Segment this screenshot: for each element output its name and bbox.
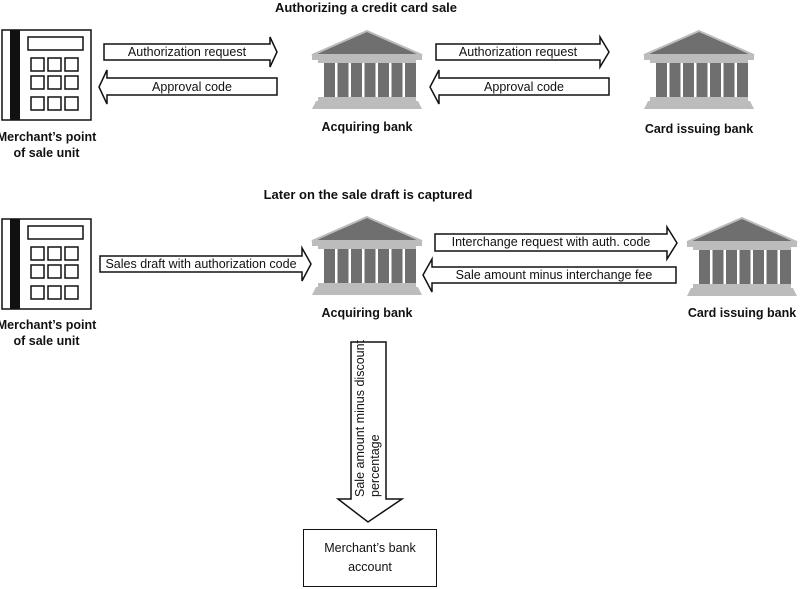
- issuing-bank-label: Card issuing bank: [687, 306, 797, 320]
- arrow-label-line1: Sale amount minus discount: [353, 339, 367, 497]
- merchant-bank-line2: account: [348, 560, 392, 574]
- arrow-down-shape: [335, 341, 405, 523]
- acquiring-bank-label: Acquiring bank: [321, 306, 413, 320]
- arrow-label-approval-code: Approval code: [152, 80, 232, 94]
- arrow-label-approval-code: Approval code: [484, 80, 564, 94]
- acquiring-bank-icon: [311, 30, 423, 110]
- pos-label-line2: of sale unit: [13, 334, 80, 348]
- pos-label: Merchant’s point of sale unit: [0, 129, 103, 161]
- arrow-left-shape: [422, 256, 677, 293]
- acquiring-bank-label: Acquiring bank: [321, 120, 413, 134]
- arrow-label-sale-amount-minus-discount: Sale amount minus discount percentage: [353, 339, 383, 497]
- pos-label-line1: Merchant’s point: [0, 130, 97, 144]
- arrow-left-shape: [98, 69, 278, 105]
- acquiring-bank-icon: [311, 216, 423, 296]
- merchant-bank-account-box: Merchant’s bank account: [303, 529, 437, 587]
- arrow-label-authorization-request: Authorization request: [458, 45, 578, 59]
- pos-label-line1: Merchant’s point: [0, 318, 97, 332]
- section-heading-capture: Later on the sale draft is captured: [263, 187, 473, 202]
- pos-label: Merchant’s point of sale unit: [0, 317, 103, 349]
- merchant-bank-line1: Merchant’s bank: [324, 541, 416, 555]
- arrow-label-interchange-request: Interchange request with auth. code: [451, 235, 651, 249]
- arrow-right-shape: [435, 34, 610, 70]
- issuing-bank-icon: [643, 30, 755, 110]
- arrow-right-shape: [99, 245, 312, 282]
- arrow-label-sale-amount-minus-fee: Sale amount minus interchange fee: [455, 268, 653, 282]
- issuing-bank-icon: [686, 217, 798, 297]
- arrow-right-shape: [103, 36, 278, 68]
- arrow-left-shape: [429, 69, 610, 105]
- arrow-label-sales-draft: Sales draft with authorization code: [105, 257, 297, 271]
- pos-terminal-icon: [1, 29, 92, 121]
- pos-label-line2: of sale unit: [13, 146, 80, 160]
- arrow-label-line2: percentage: [368, 434, 382, 497]
- arrow-right-shape: [434, 224, 678, 262]
- issuing-bank-label: Card issuing bank: [644, 122, 754, 136]
- section-heading-authorization: Authorizing a credit card sale: [274, 0, 458, 15]
- arrow-label-authorization-request: Authorization request: [127, 45, 247, 59]
- pos-terminal-icon: [1, 218, 92, 310]
